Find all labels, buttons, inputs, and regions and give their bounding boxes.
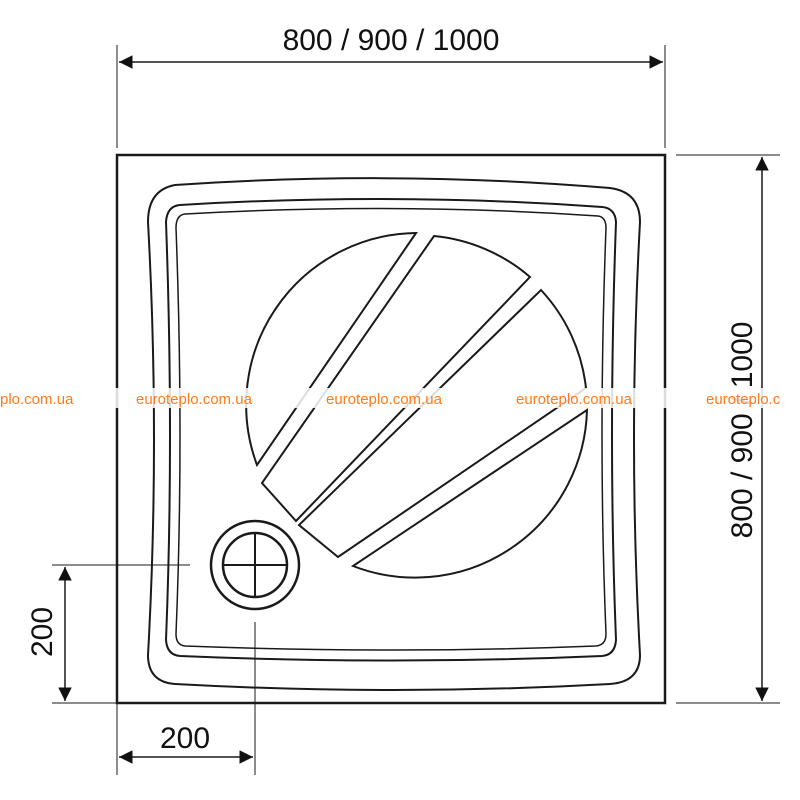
watermark-5: euroteplo.c	[706, 391, 781, 408]
height-label: 800 / 900 / 1000	[726, 322, 759, 539]
tray-outline	[115, 153, 667, 705]
tray-rim-outer	[146, 177, 642, 691]
slat-1	[245, 231, 418, 468]
watermark-strip: plo.com.ua euroteplo.com.ua euroteplo.co…	[0, 388, 800, 408]
drain	[209, 519, 301, 611]
watermark-3: euroteplo.com.ua	[326, 391, 443, 408]
watermark-1: plo.com.ua	[0, 391, 74, 408]
tray-rim-inner-1	[164, 197, 618, 662]
width-dimension: 800 / 900 / 1000	[116, 24, 666, 148]
tray-rim-inner-2	[175, 207, 607, 651]
watermark-2: euroteplo.com.ua	[136, 391, 253, 408]
slat-3	[297, 288, 588, 559]
drain-outer-ring	[209, 519, 301, 611]
width-label: 800 / 900 / 1000	[283, 24, 500, 57]
drain-offset-x-dimension: 200	[116, 622, 256, 775]
slat-4	[350, 408, 589, 579]
watermark-4: euroteplo.com.ua	[516, 391, 633, 408]
height-dimension: 800 / 900 / 1000	[676, 154, 780, 704]
drain-offset-y-label: 200	[26, 607, 59, 657]
drain-offset-y-dimension: 200	[26, 564, 190, 704]
drain-offset-x-label: 200	[160, 722, 210, 755]
